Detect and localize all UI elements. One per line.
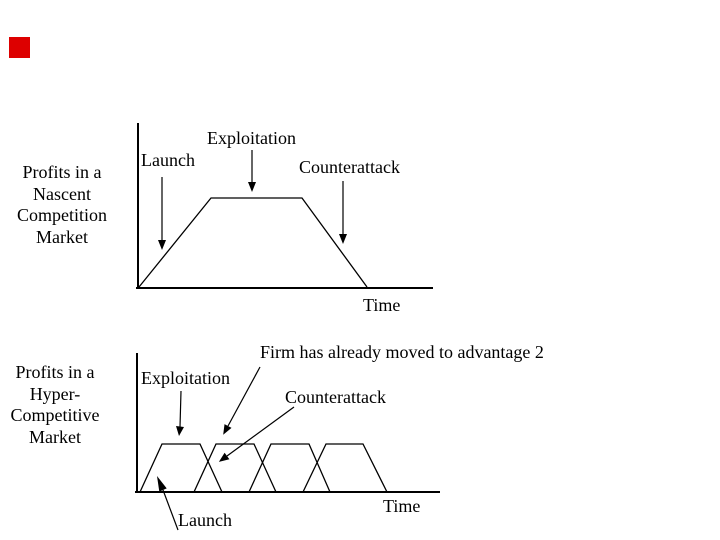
top-exploitation-label: Exploitation	[207, 128, 296, 148]
bottom-profit-curve-4	[302, 443, 388, 493]
bottom-profit-curve-2	[193, 443, 277, 493]
top-y-axis-title-line2: Nascent	[33, 183, 91, 204]
bottom-counterattack-label: Counterattack	[285, 387, 386, 407]
bottom-exploitation-arrowhead	[176, 426, 184, 436]
bottom-y-axis-title-line2: Hyper-	[29, 383, 81, 404]
top-launch-label: Launch	[141, 150, 195, 170]
top-y-axis-title: Profits in a Nascent Competition Market	[2, 162, 122, 248]
bottom-launch-label: Launch	[178, 510, 232, 530]
top-y-axis-title-line1: Profits in a	[22, 162, 102, 182]
bottom-x-axis-title: Time	[383, 496, 421, 516]
top-counterattack-arrowhead	[339, 234, 347, 244]
bottom-exploitation-label: Exploitation	[141, 368, 230, 388]
bottom-y-axis-title-line3: Competitive	[10, 405, 100, 425]
top-x-axis-title: Time	[363, 295, 401, 315]
red-square-marker	[9, 37, 30, 58]
bottom-y-axis-title-line1: Profits in a	[15, 362, 95, 382]
top-exploitation-arrowhead	[248, 182, 256, 192]
top-y-axis-title-line3: Competition	[17, 205, 107, 225]
bottom-exploitation-arrow	[179, 390, 182, 428]
bottom-launch-arrow	[162, 489, 179, 531]
bottom-y-axis-title: Profits in a Hyper- Competitive Market	[0, 362, 110, 448]
bottom-firm-moved-label: Firm has already moved to advantage 2	[260, 342, 544, 362]
bottom-counterattack-arrow	[226, 406, 295, 457]
bottom-profit-curve-3	[248, 443, 331, 493]
bottom-launch-arrowhead	[157, 476, 167, 492]
bottom-firm-arrowhead	[223, 424, 232, 435]
bottom-profit-curve-1	[139, 443, 223, 493]
bottom-y-axis-title-line4: Market	[29, 426, 81, 447]
top-profit-curve	[138, 197, 368, 288]
top-launch-arrowhead	[158, 240, 166, 250]
top-y-axis-title-line4: Market	[36, 226, 88, 247]
top-counterattack-label: Counterattack	[299, 157, 400, 177]
bottom-firm-arrow	[227, 366, 261, 427]
bottom-counterattack-arrowhead	[218, 452, 230, 462]
